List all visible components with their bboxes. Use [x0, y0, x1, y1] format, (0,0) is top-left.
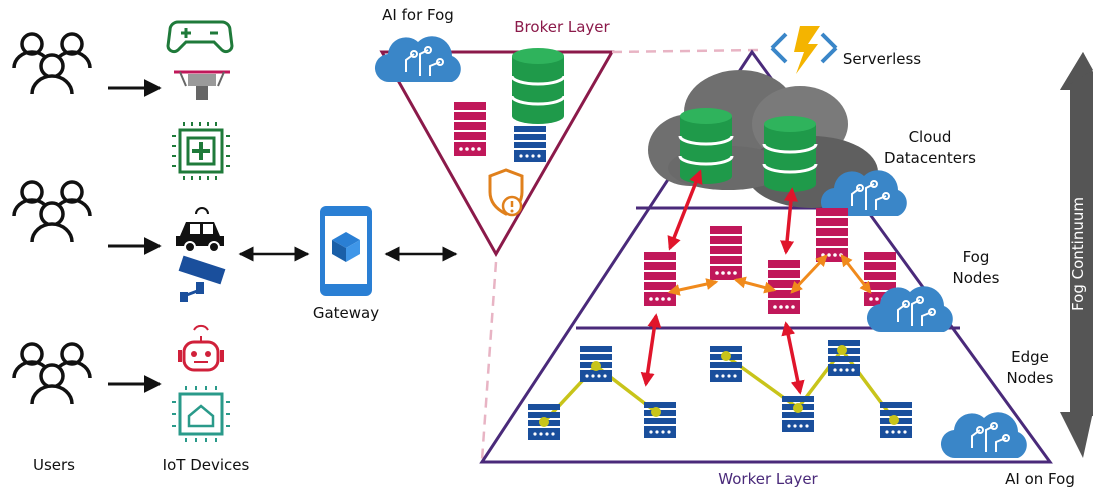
smartphone-gateway-icon	[320, 206, 372, 296]
users-icon	[12, 180, 92, 244]
users-icon	[12, 342, 92, 406]
server-rack-icon	[514, 126, 546, 162]
serverless-lightning-icon	[770, 26, 838, 74]
fog-edge-link	[640, 313, 662, 387]
database-icon	[510, 46, 566, 126]
iot-devices-label: IoT Devices	[163, 456, 250, 474]
database-icon	[762, 114, 818, 194]
ai-cloud-icon	[939, 411, 1028, 460]
cloud-label-line1: Cloud	[909, 128, 952, 146]
robot-icon	[178, 324, 224, 372]
users-icon	[12, 32, 92, 96]
database-icon	[678, 106, 734, 186]
fog-link	[790, 254, 828, 294]
smart-home-icon	[172, 386, 230, 442]
drone-icon	[174, 70, 230, 100]
cloud-fog-link	[667, 169, 703, 251]
server-rack-icon	[782, 396, 814, 432]
cloud-label-line2: Datacenters	[884, 149, 976, 167]
ai-for-fog-label: AI for Fog	[382, 6, 454, 24]
fog-link	[733, 276, 777, 294]
cloud-fog-link	[780, 187, 798, 255]
server-rack-icon	[644, 402, 676, 438]
fog-edge-link	[781, 321, 805, 395]
broker-worker-connector	[480, 261, 498, 461]
car-icon	[176, 207, 224, 253]
gateway-label: Gateway	[313, 304, 379, 322]
fog-link	[667, 278, 719, 296]
ai-on-fog-label: AI on Fog	[1005, 470, 1075, 488]
security-shield-icon	[488, 168, 524, 217]
fog-continuum-arrow	[1060, 52, 1093, 458]
worker-layer-pyramid	[479, 49, 1053, 464]
edge-label-line2: Nodes	[1007, 369, 1054, 387]
fog-link	[840, 254, 872, 294]
ai-cloud-icon	[373, 35, 462, 84]
fog-label-line2: Nodes	[953, 269, 1000, 287]
cctv-camera-icon	[178, 255, 226, 302]
broker-worker-connector	[611, 48, 761, 54]
fog-continuum-label: Fog Continuum	[1069, 197, 1087, 311]
server-rack-icon	[644, 252, 676, 306]
worker-layer-label: Worker Layer	[718, 470, 818, 488]
fog-label-line1: Fog	[963, 248, 990, 266]
server-rack-icon	[828, 340, 860, 376]
server-rack-icon	[710, 226, 742, 280]
edge-label-line1: Edge	[1011, 348, 1049, 366]
gamepad-icon	[166, 20, 234, 54]
serverless-label: Serverless	[843, 50, 921, 68]
edge-link	[724, 347, 896, 422]
server-rack-icon	[816, 208, 848, 262]
server-rack-icon	[454, 102, 486, 156]
users-label: Users	[33, 456, 75, 474]
medical-chip-icon	[172, 122, 230, 180]
broker-layer-triangle	[379, 50, 615, 258]
broker-layer-label: Broker Layer	[514, 18, 610, 36]
